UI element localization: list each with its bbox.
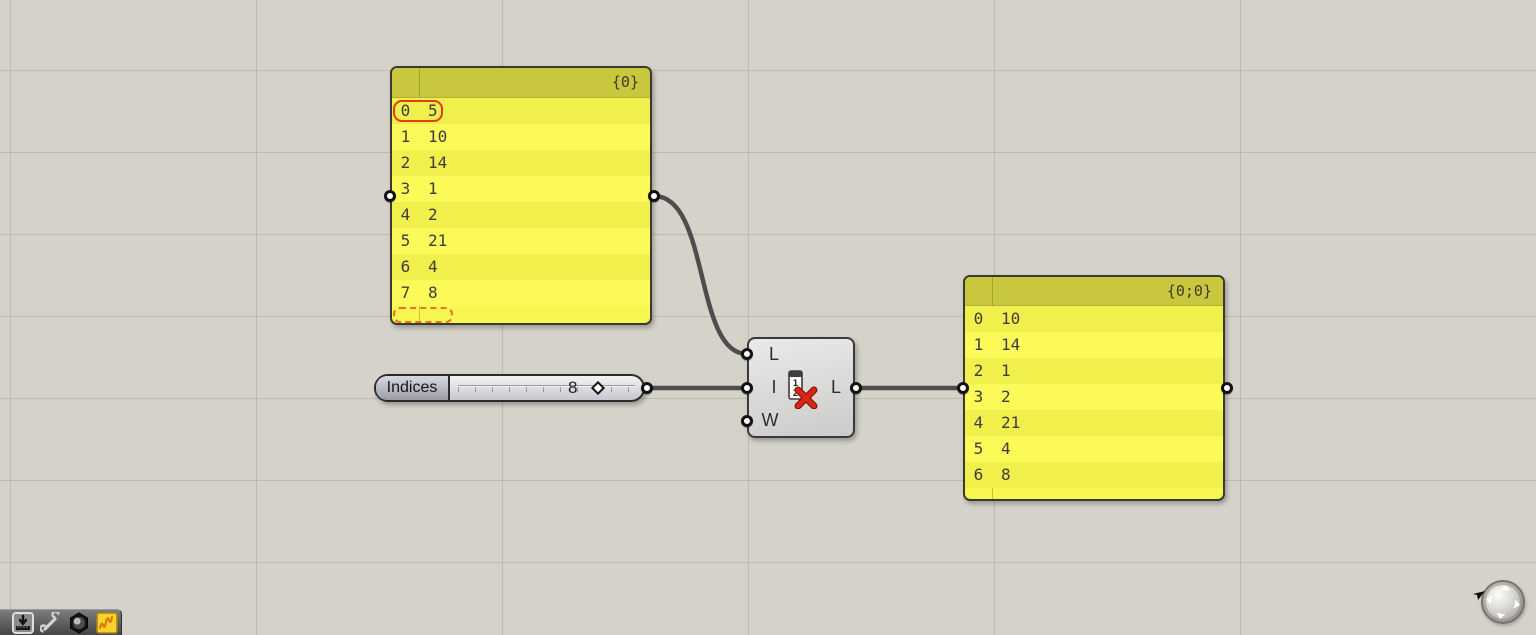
panel-row: 5 21 — [392, 228, 650, 254]
panel1-output-grip[interactable] — [648, 190, 660, 202]
panel-row: 0 10 — [965, 306, 1223, 332]
panel1-input-grip[interactable] — [384, 190, 396, 202]
svg-text:2: 2 — [793, 389, 798, 399]
row-value: 14 — [428, 153, 448, 172]
cull-index-component[interactable]: L I W L 1 2 — [747, 337, 855, 438]
row-index: 4 — [973, 413, 984, 432]
row-value: 10 — [1001, 309, 1021, 328]
row-index: 7 — [400, 283, 411, 302]
slider-ticks — [458, 387, 635, 392]
slider-track[interactable]: 8 — [450, 376, 643, 400]
slider-rail — [458, 385, 635, 387]
mouse-cursor-icon — [1473, 591, 1485, 600]
cull-input-L-grip[interactable] — [741, 348, 753, 360]
svg-text:1: 1 — [793, 379, 798, 389]
panel-row: 2 1 — [965, 358, 1223, 384]
panel-row: 1 14 — [965, 332, 1223, 358]
number-slider[interactable]: Indices 8 — [374, 374, 645, 402]
panel-rows: 0 10 1 14 2 1 3 2 4 21 5 — [965, 277, 1223, 499]
row-index: 2 — [973, 361, 984, 380]
row-value: 21 — [1001, 413, 1021, 432]
row-value: 5 — [428, 101, 438, 120]
row-index: 4 — [400, 205, 411, 224]
panel-row: 6 8 — [965, 462, 1223, 488]
panel-row: 3 2 — [965, 384, 1223, 410]
input-port-label-L: L — [768, 344, 779, 364]
row-index: 0 — [973, 309, 984, 328]
panel-row: 4 21 — [965, 410, 1223, 436]
row-value: 1 — [1001, 361, 1011, 380]
panel2-input-grip[interactable] — [957, 382, 969, 394]
panel-row: 4 2 — [392, 202, 650, 228]
input-panel[interactable]: {0} 0 5 1 10 2 14 3 1 4 — [390, 66, 652, 325]
row-index: 6 — [973, 465, 984, 484]
input-port-label-W: W — [761, 410, 779, 430]
row-value: 1 — [428, 179, 438, 198]
panel-row: 2 14 — [392, 150, 650, 176]
panel-row: 7 8 — [392, 280, 650, 306]
rotate-arrows-icon — [1485, 584, 1521, 620]
row-value: 8 — [428, 283, 438, 302]
row-value: 10 — [428, 127, 448, 146]
row-index: 1 — [400, 127, 411, 146]
panel-path-header: {0;0} — [965, 277, 1223, 306]
panel-row: 6 4 — [392, 254, 650, 280]
row-value: 2 — [428, 205, 438, 224]
removed-item-highlight — [393, 100, 443, 122]
fancy-wires-icon[interactable] — [96, 611, 118, 634]
panel-path-header: {0} — [392, 68, 650, 98]
panel-row: 1 10 — [392, 124, 650, 150]
wrench-icon[interactable] — [40, 611, 62, 634]
cull-input-W-grip[interactable] — [741, 415, 753, 427]
row-index: 2 — [400, 153, 411, 172]
trailing-row-dashed-highlight — [393, 307, 453, 323]
row-value: 4 — [1001, 439, 1011, 458]
panel-row: 3 1 — [392, 176, 650, 202]
nut-solver-icon[interactable] — [68, 611, 90, 634]
row-index: 6 — [400, 257, 411, 276]
row-index: 3 — [973, 387, 984, 406]
slider-name-label: Indices — [376, 376, 450, 400]
slider-value: 8 — [568, 378, 578, 397]
row-index: 5 — [400, 231, 411, 250]
row-value: 8 — [1001, 465, 1011, 484]
red-x-icon — [794, 386, 818, 409]
output-port-label-L: L — [830, 377, 841, 397]
new-definition-icon[interactable] — [12, 611, 34, 634]
canvas-toolbar — [0, 609, 122, 635]
row-index: 5 — [973, 439, 984, 458]
panel2-output-grip[interactable] — [1221, 382, 1233, 394]
input-port-label-I: I — [771, 377, 777, 397]
row-value: 4 — [428, 257, 438, 276]
cull-output-grip[interactable] — [850, 382, 862, 394]
cull-input-I-grip[interactable] — [741, 382, 753, 394]
output-panel[interactable]: {0;0} 0 10 1 14 2 1 3 2 4 — [963, 275, 1225, 501]
slider-handle[interactable] — [590, 380, 606, 396]
canvas-nav-ball[interactable] — [1481, 580, 1525, 624]
panel-rows: 0 5 1 10 2 14 3 1 4 2 5 — [392, 68, 650, 323]
slider-output-grip[interactable] — [641, 382, 653, 394]
row-index: 3 — [400, 179, 411, 198]
panel-row: 5 4 — [965, 436, 1223, 462]
row-index: 1 — [973, 335, 984, 354]
row-value: 21 — [428, 231, 448, 250]
row-index: 0 — [400, 101, 411, 120]
row-value: 2 — [1001, 387, 1011, 406]
cull-index-icon: 1 2 — [788, 370, 818, 409]
row-value: 14 — [1001, 335, 1021, 354]
